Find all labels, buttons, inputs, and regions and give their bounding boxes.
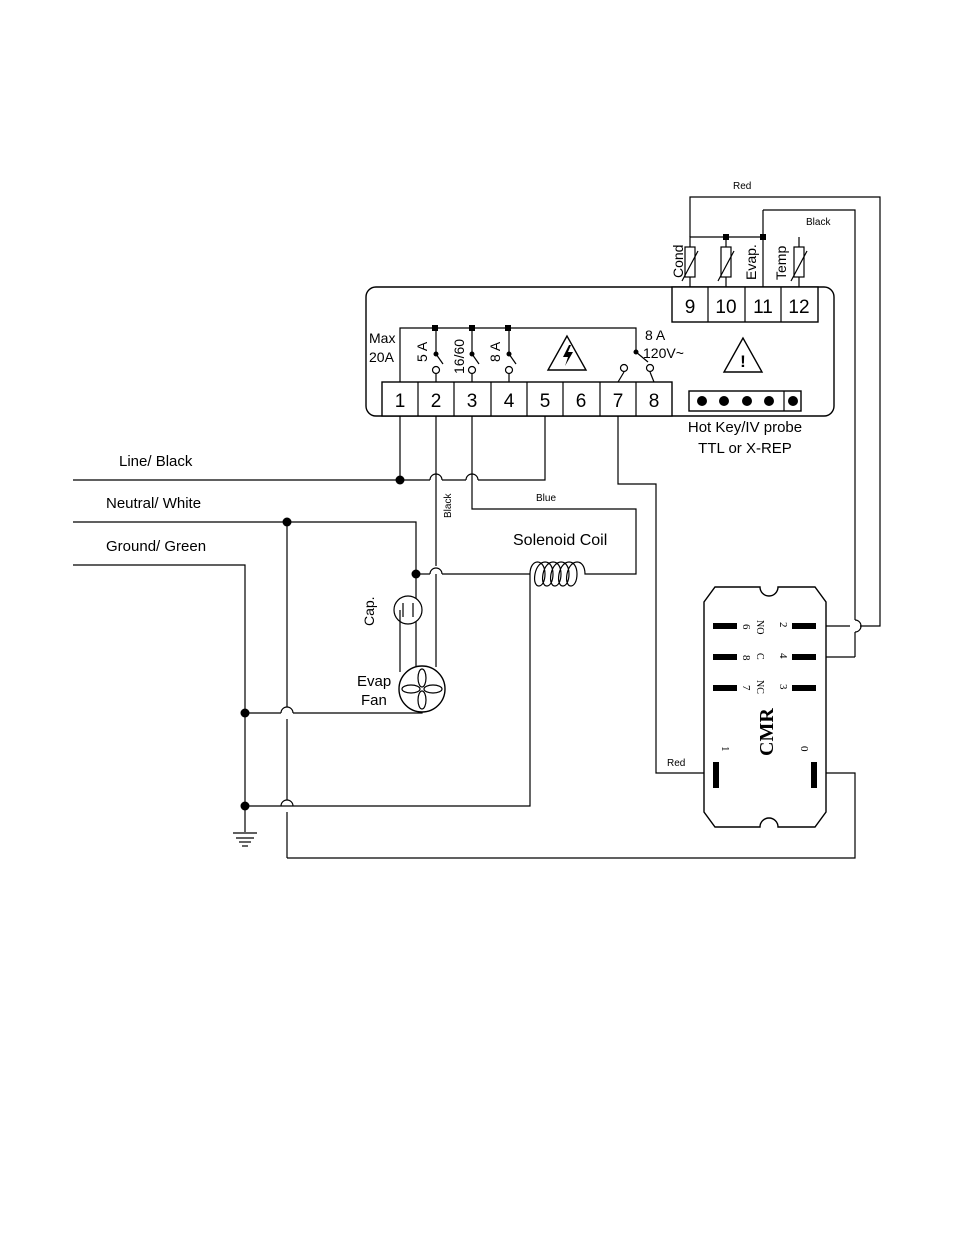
relay-coil-0: 0: [798, 746, 810, 752]
relay-c-label: C: [754, 653, 765, 660]
wire-black-vertical-label: Black: [443, 493, 454, 518]
relay-pin-3: 3: [777, 684, 789, 690]
terminal-12: 12: [788, 297, 809, 318]
capacitor-icon: [394, 596, 422, 624]
evap-fan-icon: [399, 666, 445, 712]
fan-label-1: Evap: [357, 673, 391, 690]
terminal-10: 10: [715, 297, 736, 318]
probe-cond-label: Cond: [670, 245, 686, 278]
terminal-9: 9: [685, 297, 696, 318]
solenoid-label: Solenoid Coil: [513, 532, 607, 549]
relay-pin-8: 8: [740, 655, 752, 661]
relay-no-label: NO: [754, 620, 765, 634]
terminal-11: 11: [753, 297, 773, 318]
wire-ground: [73, 565, 245, 832]
relay-pin-6: 6: [740, 624, 752, 630]
relay-out-voltage: 120V~: [643, 345, 684, 361]
wire-ground-label: Ground/ Green: [106, 538, 206, 555]
relay-pin-2: 2: [777, 622, 789, 628]
hot-key-label-1: Hot Key/IV probe: [688, 419, 802, 436]
hot-key-label-2: TTL or X-REP: [698, 440, 792, 457]
wire-red-top-label: Red: [733, 181, 751, 192]
relay-pin-7: 7: [740, 685, 752, 691]
terminal-8: 8: [649, 391, 660, 412]
terminal-2: 2: [431, 391, 442, 412]
terminal-6: 6: [576, 391, 587, 412]
probe-temp-label: Temp: [773, 246, 789, 280]
relay-16-60-label: 16/60: [451, 339, 467, 374]
relay-8a-label: 8 A: [487, 341, 503, 362]
relay-nc-label: NC: [754, 680, 765, 694]
relay-brand: CMR: [756, 708, 778, 756]
relay-coil-1: 1: [719, 746, 731, 752]
wire-red-relay: [618, 416, 716, 773]
relay-out-rating: 8 A: [645, 327, 666, 343]
wire-neutral-label: Neutral/ White: [106, 495, 201, 512]
terminal-1: 1: [395, 391, 406, 412]
solenoid-coil-icon: [530, 562, 590, 586]
max-value: 20A: [369, 349, 395, 365]
wire-black-top-label: Black: [806, 217, 831, 228]
capacitor-label: Cap.: [361, 596, 377, 626]
terminal-4: 4: [504, 391, 515, 412]
fan-label-2: Fan: [361, 692, 387, 709]
relay-pin-4: 4: [777, 653, 789, 659]
relay-5a-label: 5 A: [414, 341, 430, 362]
max-label: Max: [369, 330, 395, 346]
svg-text:!: !: [740, 352, 746, 371]
terminal-5: 5: [540, 391, 551, 412]
ground-icon: [233, 833, 257, 846]
terminal-3: 3: [467, 391, 478, 412]
probe-evap-label: Evap.: [743, 244, 759, 280]
wire-line-label: Line/ Black: [119, 453, 193, 470]
terminal-7: 7: [613, 391, 624, 412]
wire-red-relay-label: Red: [667, 758, 685, 769]
wire-blue-label: Blue: [536, 493, 556, 504]
